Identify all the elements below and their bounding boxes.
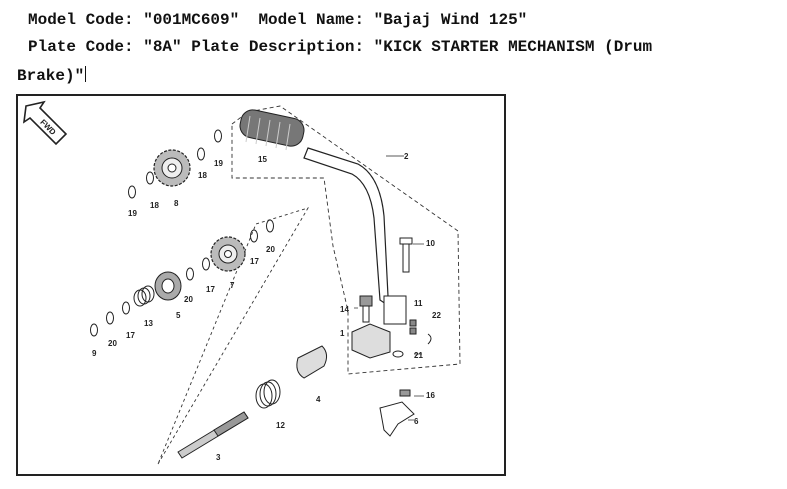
callout-21: 21	[414, 351, 423, 360]
callout-6: 6	[414, 417, 419, 426]
plate-info-text: Plate Code: "8A" Plate Description: "KIC…	[28, 38, 653, 56]
model-info-text: Model Code: "001MC609" Model Name: "Baja…	[28, 11, 528, 29]
part-11-pin-a	[409, 319, 417, 327]
callout-22: 22	[432, 311, 441, 320]
part-10-bolt	[399, 237, 413, 273]
callout-18-a: 18	[198, 171, 207, 180]
shaft-assembly-guide	[157, 207, 309, 465]
callout-16: 16	[426, 391, 435, 400]
part-3-kick-shaft	[177, 411, 249, 459]
callout-4: 4	[316, 395, 321, 404]
plate-info-continuation[interactable]: Brake)"	[17, 66, 87, 86]
lever-boss	[383, 295, 407, 325]
callout-19-b: 19	[128, 209, 137, 218]
part-1-clamp	[351, 323, 391, 359]
callout-17-b: 17	[206, 285, 215, 294]
callout-12: 12	[276, 421, 285, 430]
lever-assembly-outline	[231, 105, 461, 375]
part-13-spring	[133, 285, 155, 307]
part-7-gear	[210, 236, 246, 272]
callout-18-b: 18	[150, 201, 159, 210]
part-11-pin-b	[409, 327, 417, 335]
callout-3: 3	[216, 453, 221, 462]
callout-14: 14	[340, 305, 349, 314]
text-cursor	[85, 66, 87, 82]
part-8-gear	[153, 149, 191, 187]
part-2-kick-lever	[303, 147, 397, 309]
part-22-clip	[427, 333, 432, 345]
washers	[90, 129, 274, 337]
plate-info-line: Plate Code: "8A" Plate Description: "KIC…	[28, 37, 652, 57]
parts-diagram: FWD	[16, 94, 506, 476]
plate-info-continuation-text: Brake)"	[17, 67, 85, 85]
callout-8: 8	[174, 199, 179, 208]
part-12-spring	[255, 379, 281, 409]
callout-17-a: 17	[250, 257, 259, 266]
part-4-sleeve	[296, 345, 328, 379]
part-21-washer	[392, 350, 404, 358]
callout-2: 2	[404, 152, 409, 161]
part-15-kick-rubber	[239, 109, 305, 151]
fwd-arrow-icon: FWD	[22, 100, 68, 146]
callout-17-c: 17	[126, 331, 135, 340]
callout-11: 11	[414, 299, 423, 308]
callout-20-b: 20	[184, 295, 193, 304]
part-16-bolt	[399, 389, 411, 397]
callout-10: 10	[426, 239, 435, 248]
callout-20-a: 20	[266, 245, 275, 254]
callout-1: 1	[340, 329, 345, 338]
leader-lines	[354, 155, 424, 421]
exploded-view-svg: FWD	[22, 100, 461, 465]
part-6-plate	[379, 401, 415, 437]
model-info-line: Model Code: "001MC609" Model Name: "Baja…	[28, 10, 527, 30]
callout-20-c: 20	[108, 339, 117, 348]
callout-9: 9	[92, 349, 97, 358]
callout-5: 5	[176, 311, 181, 320]
callout-7: 7	[230, 281, 235, 290]
callout-13: 13	[144, 319, 153, 328]
callout-15: 15	[258, 155, 267, 164]
part-14-bolt	[359, 295, 373, 323]
callout-19-a: 19	[214, 159, 223, 168]
part-5-ratchet	[154, 271, 182, 301]
